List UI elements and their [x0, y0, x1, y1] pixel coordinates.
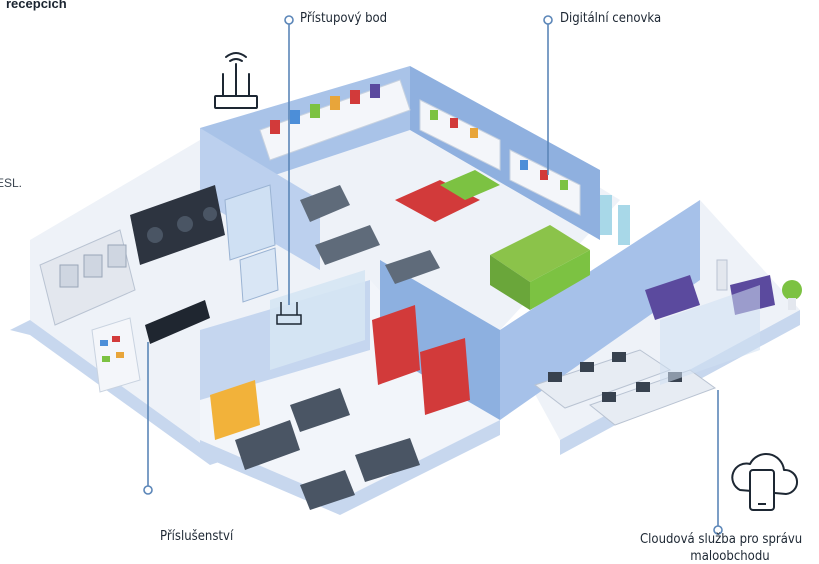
clipped-text: ESL. [0, 176, 23, 190]
callout-lines [143, 15, 723, 535]
appliances [39, 184, 279, 326]
checkout-counters [300, 185, 440, 284]
clipped-heading: recepcích [6, 0, 67, 11]
label-cloud-line2: maloobchodu [690, 549, 770, 564]
label-digital-price-tag: Digitální cenovka [560, 11, 662, 26]
accessories-store [210, 270, 470, 510]
back-shelves [259, 79, 581, 216]
office-area [533, 259, 802, 426]
label-cloud-line1: Cloudová služba pro správu [640, 532, 803, 547]
gate-sensors [600, 195, 630, 245]
wifi-router-icon-small [276, 302, 302, 325]
produce-stands [395, 170, 590, 310]
label-access-point: Přístupový bod [300, 11, 388, 26]
label-accessories: Příslušenství [160, 529, 234, 544]
tv-display [91, 300, 210, 393]
